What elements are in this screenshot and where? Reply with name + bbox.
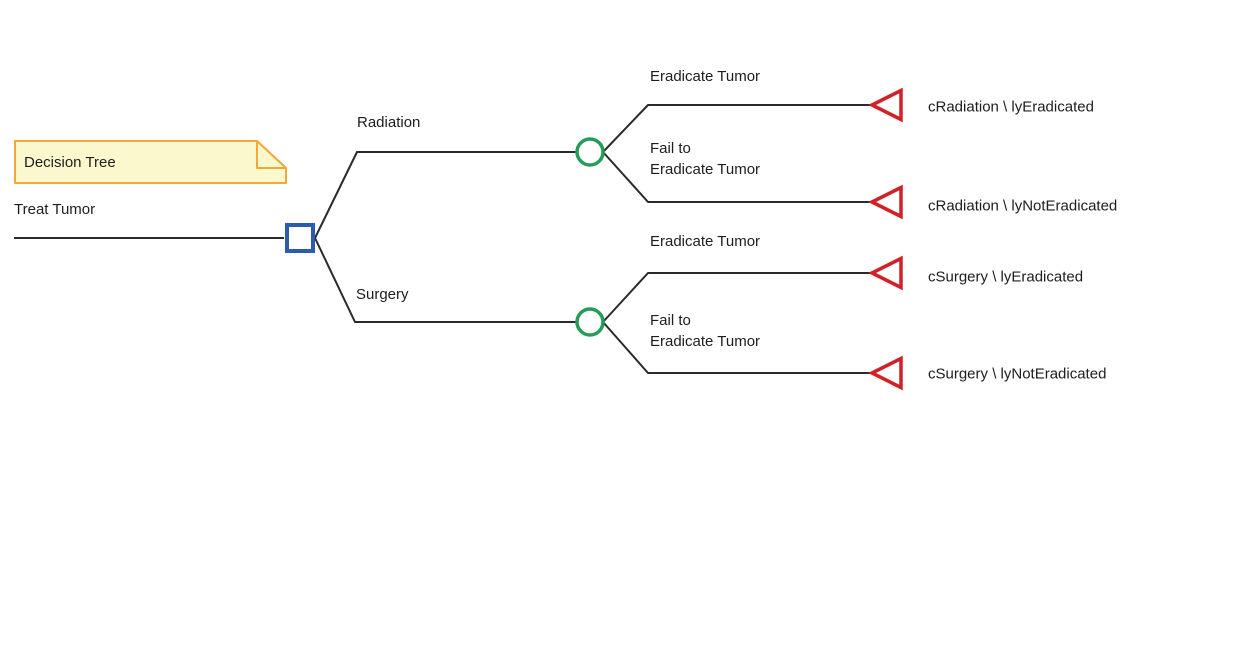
payoff-label-surgery-eradicated[interactable]: cSurgery \ lyEradicated <box>928 268 1084 286</box>
root-label[interactable]: Treat Tumor <box>14 201 96 218</box>
terminal-node-surgery-eradicated-icon[interactable] <box>868 255 903 291</box>
terminal-node-surgery-noteradicated-icon[interactable] <box>868 355 903 391</box>
note-label: Decision Tree <box>24 153 116 171</box>
decision-node-icon[interactable] <box>285 223 315 253</box>
outcome-label-radiation-eradicate[interactable]: Eradicate Tumor <box>650 68 761 85</box>
branch-label-radiation[interactable]: Radiation <box>357 114 421 131</box>
branch-line-surgery-fail <box>602 321 872 374</box>
branch-line-radiation-eradicate <box>602 104 872 153</box>
note-folded-corner-icon <box>256 140 287 169</box>
branch-line-surgery-eradicate <box>602 272 872 323</box>
branch-line-surgery <box>314 237 577 323</box>
outcome-label-surgery-fail[interactable]: Fail to Eradicate Tumor <box>650 312 761 350</box>
note[interactable]: Decision Tree <box>15 141 286 183</box>
terminal-node-radiation-eradicated-icon[interactable] <box>868 87 903 123</box>
terminal-node-radiation-noteradicated-icon[interactable] <box>868 184 903 220</box>
payoff-label-surgery-noteradicated[interactable]: cSurgery \ lyNotEradicated <box>928 365 1107 383</box>
branch-line-radiation-fail <box>602 151 872 203</box>
outcome-label-surgery-eradicate[interactable]: Eradicate Tumor <box>650 233 761 250</box>
note-icon[interactable] <box>14 140 287 184</box>
outcome-label-radiation-fail[interactable]: Fail to Eradicate Tumor <box>650 140 761 178</box>
chance-node-surgery-icon[interactable] <box>575 307 605 337</box>
payoff-label-radiation-eradicated[interactable]: cRadiation \ lyEradicated <box>928 98 1094 116</box>
payoff-label-radiation-noteradicated[interactable]: cRadiation \ lyNotEradicated <box>928 197 1118 215</box>
chance-node-radiation-icon[interactable] <box>575 137 605 167</box>
branch-line-radiation <box>314 151 577 239</box>
branch-label-surgery[interactable]: Surgery <box>356 286 409 303</box>
